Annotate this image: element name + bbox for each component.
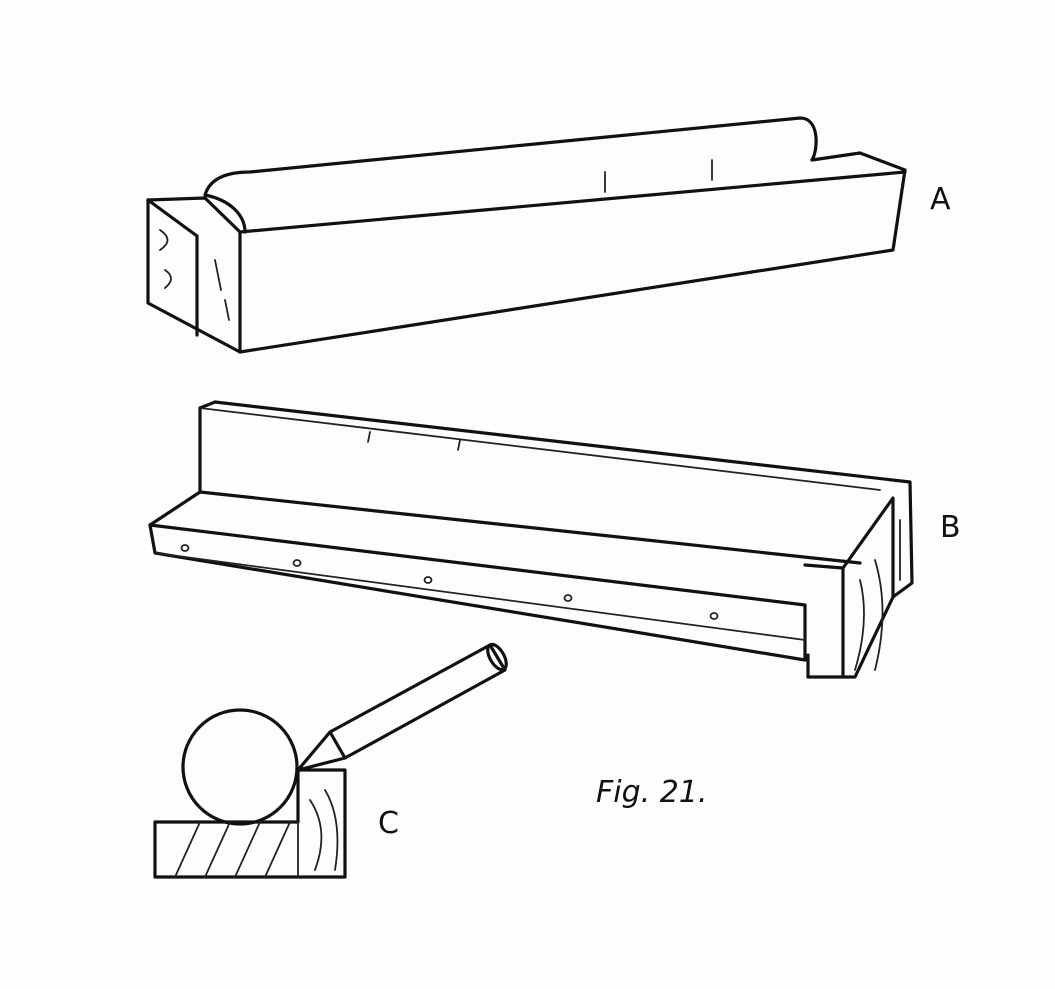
- label-c: C: [378, 806, 399, 841]
- figure-a-drawing: [146, 116, 907, 354]
- figure-c-drawing: [153, 642, 508, 879]
- label-a: A: [930, 182, 951, 217]
- label-b: B: [940, 510, 961, 545]
- figure-b-drawing: [148, 400, 914, 679]
- figure-caption: Fig. 21.: [596, 775, 708, 810]
